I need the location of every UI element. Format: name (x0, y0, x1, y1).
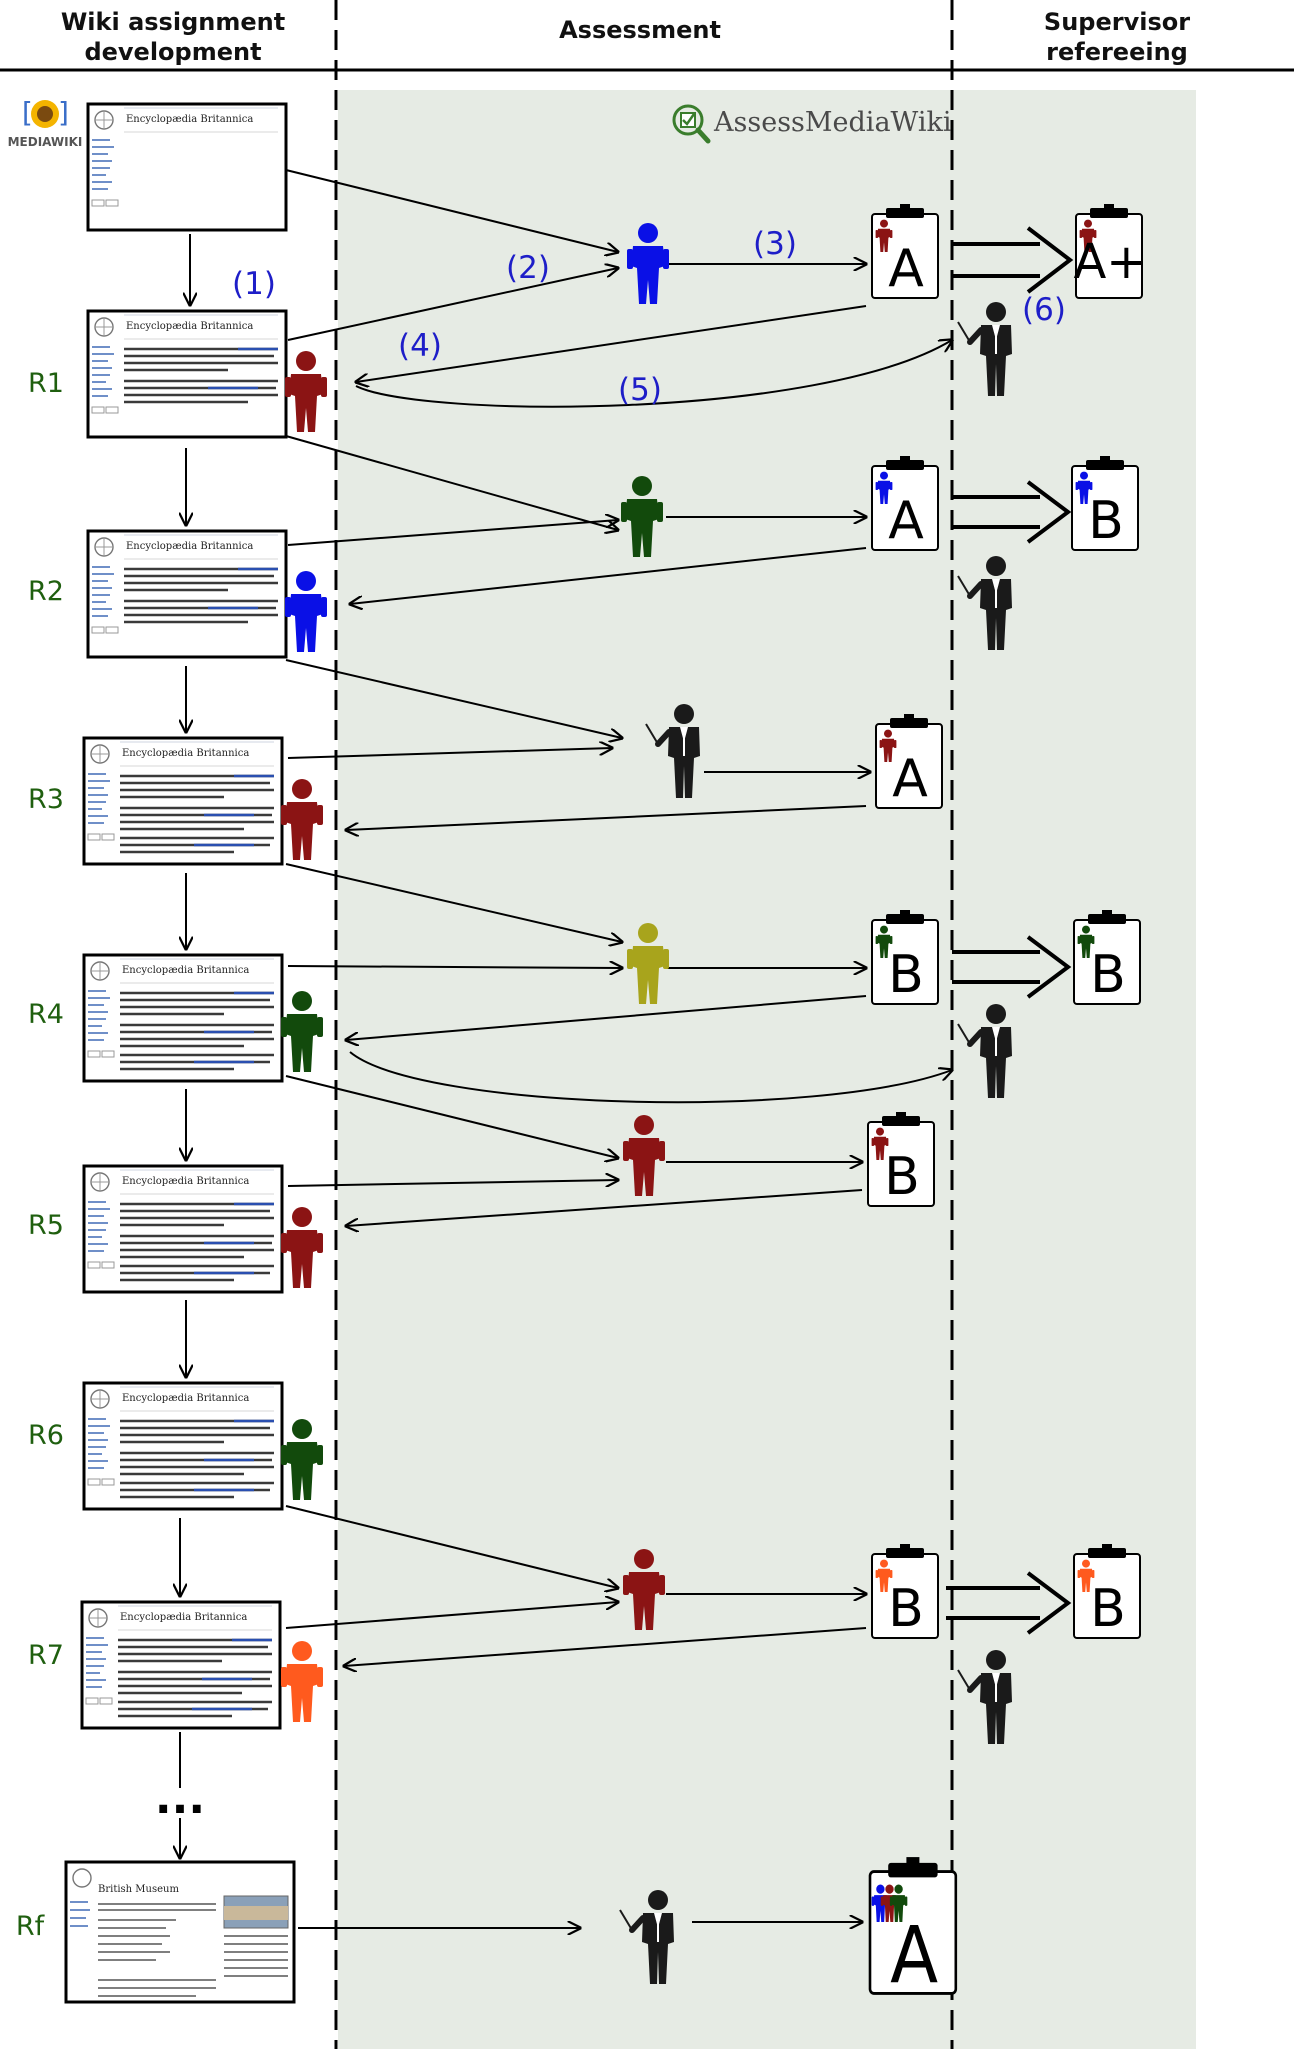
clipboard-r1-assessor: A (871, 203, 939, 299)
supervisor-grade: B (1090, 1579, 1126, 1639)
svg-text:]: ] (56, 96, 73, 129)
wiki-column-title-line1: Wiki assignment (61, 8, 285, 36)
article-title: Encyclopædia Britannica (120, 1612, 247, 1623)
clipboard-r7-supervisor: B (1073, 1543, 1141, 1639)
wiki-page-initial: Encyclopædia Britannica (86, 102, 288, 232)
author-r6-icon (281, 1419, 323, 1500)
magnifier-icon (672, 104, 704, 136)
row-label-rf: Rf (16, 1911, 46, 1942)
row-label-r6: R6 (28, 1420, 64, 1451)
author-r3-icon (281, 779, 323, 860)
assessor-grade: B (888, 945, 924, 1005)
step-label-6: (6) (1022, 292, 1066, 328)
mediawiki-logo: [ ] MEDIAWIKI (8, 96, 83, 149)
wiki-page-r1: Encyclopædia Britannica (86, 309, 288, 439)
assessment-column-title: Assessment (559, 16, 721, 44)
row-label-r3: R3 (28, 784, 64, 815)
step-label-4: (4) (398, 328, 442, 364)
article-title: Encyclopædia Britannica (122, 1393, 249, 1404)
svg-text:[: [ (18, 96, 35, 129)
assessment-panel (338, 90, 1196, 2049)
author-r7-icon (281, 1641, 323, 1722)
row-label-r2: R2 (28, 576, 64, 607)
article-title: Encyclopædia Britannica (126, 114, 253, 125)
clipboard-r1-supervisor: A+ (1073, 203, 1147, 299)
wiki-page-r3: Encyclopædia Britannica (82, 736, 284, 866)
assessor-grade: A (888, 491, 924, 551)
supervisor-column-title-line2: refereeing (1046, 38, 1188, 66)
article-title: Encyclopædia Britannica (122, 965, 249, 976)
row-label-r1: R1 (28, 368, 64, 399)
clipboard-r5-assessor: B (867, 1111, 935, 1207)
mediawiki-label: MEDIAWIKI (8, 135, 83, 149)
final-article-title: British Museum (98, 1884, 179, 1895)
step-label-5: (5) (618, 372, 662, 408)
assessmediawiki-logo: AssessMediaWiki (672, 104, 952, 144)
author-r2-icon (285, 571, 327, 652)
clipboard-r2-supervisor: B (1071, 455, 1139, 551)
clipboard-r7-assessor: B (871, 1543, 939, 1639)
supervisor-column-title-line1: Supervisor (1044, 8, 1190, 36)
wiki-page-r5: Encyclopædia Britannica (82, 1164, 284, 1294)
wiki-page-r7: Encyclopædia Britannica (80, 1600, 282, 1730)
flow-arrows (285, 169, 952, 1928)
author-r5-icon (281, 1207, 323, 1288)
wiki-page-r2: Encyclopædia Britannica (86, 529, 288, 659)
step-label-2: (2) (506, 250, 550, 286)
wiki-page-r6: Encyclopædia Britannica (82, 1381, 284, 1511)
clipboard-r2-assessor: A (871, 455, 939, 551)
clipboard-r4-assessor: B (871, 909, 939, 1005)
version-arrows (180, 234, 190, 1858)
assessor-grade: A (888, 239, 924, 299)
author-r1-icon (285, 351, 327, 432)
clipboard-r3-assessor: A (875, 713, 943, 809)
assessor-grade: A (890, 1909, 938, 2001)
assessor-grade: B (888, 1579, 924, 1639)
supervisor-grade: B (1090, 945, 1126, 1005)
article-title: Encyclopædia Britannica (126, 541, 253, 552)
author-r4-icon (281, 991, 323, 1072)
brand-name: AssessMediaWiki (713, 107, 952, 138)
clipboard-rf-assessor: A (868, 1855, 958, 2001)
assessor-grade: B (884, 1147, 920, 1207)
wiki-column-title-line2: development (84, 38, 261, 66)
article-title: Encyclopædia Britannica (122, 748, 249, 759)
row-label-r7: R7 (28, 1640, 64, 1671)
wiki-page-final: British Museum (64, 1860, 296, 2004)
supervisor-grade: A+ (1073, 234, 1146, 290)
article-title: Encyclopædia Britannica (126, 321, 253, 332)
supervisor-grade: B (1088, 491, 1124, 551)
assessor-grade: A (892, 749, 928, 809)
ellipsis: ... (155, 1773, 205, 1824)
step-label-1: (1) (232, 266, 276, 302)
article-title: Encyclopædia Britannica (122, 1176, 249, 1187)
row-label-r5: R5 (28, 1210, 64, 1241)
row-label-r4: R4 (28, 999, 64, 1030)
wiki-page-r4: Encyclopædia Britannica (82, 953, 284, 1083)
clipboard-r4-supervisor: B (1073, 909, 1141, 1005)
refereeing-arrows (946, 226, 1074, 1635)
step-label-3: (3) (753, 226, 797, 262)
